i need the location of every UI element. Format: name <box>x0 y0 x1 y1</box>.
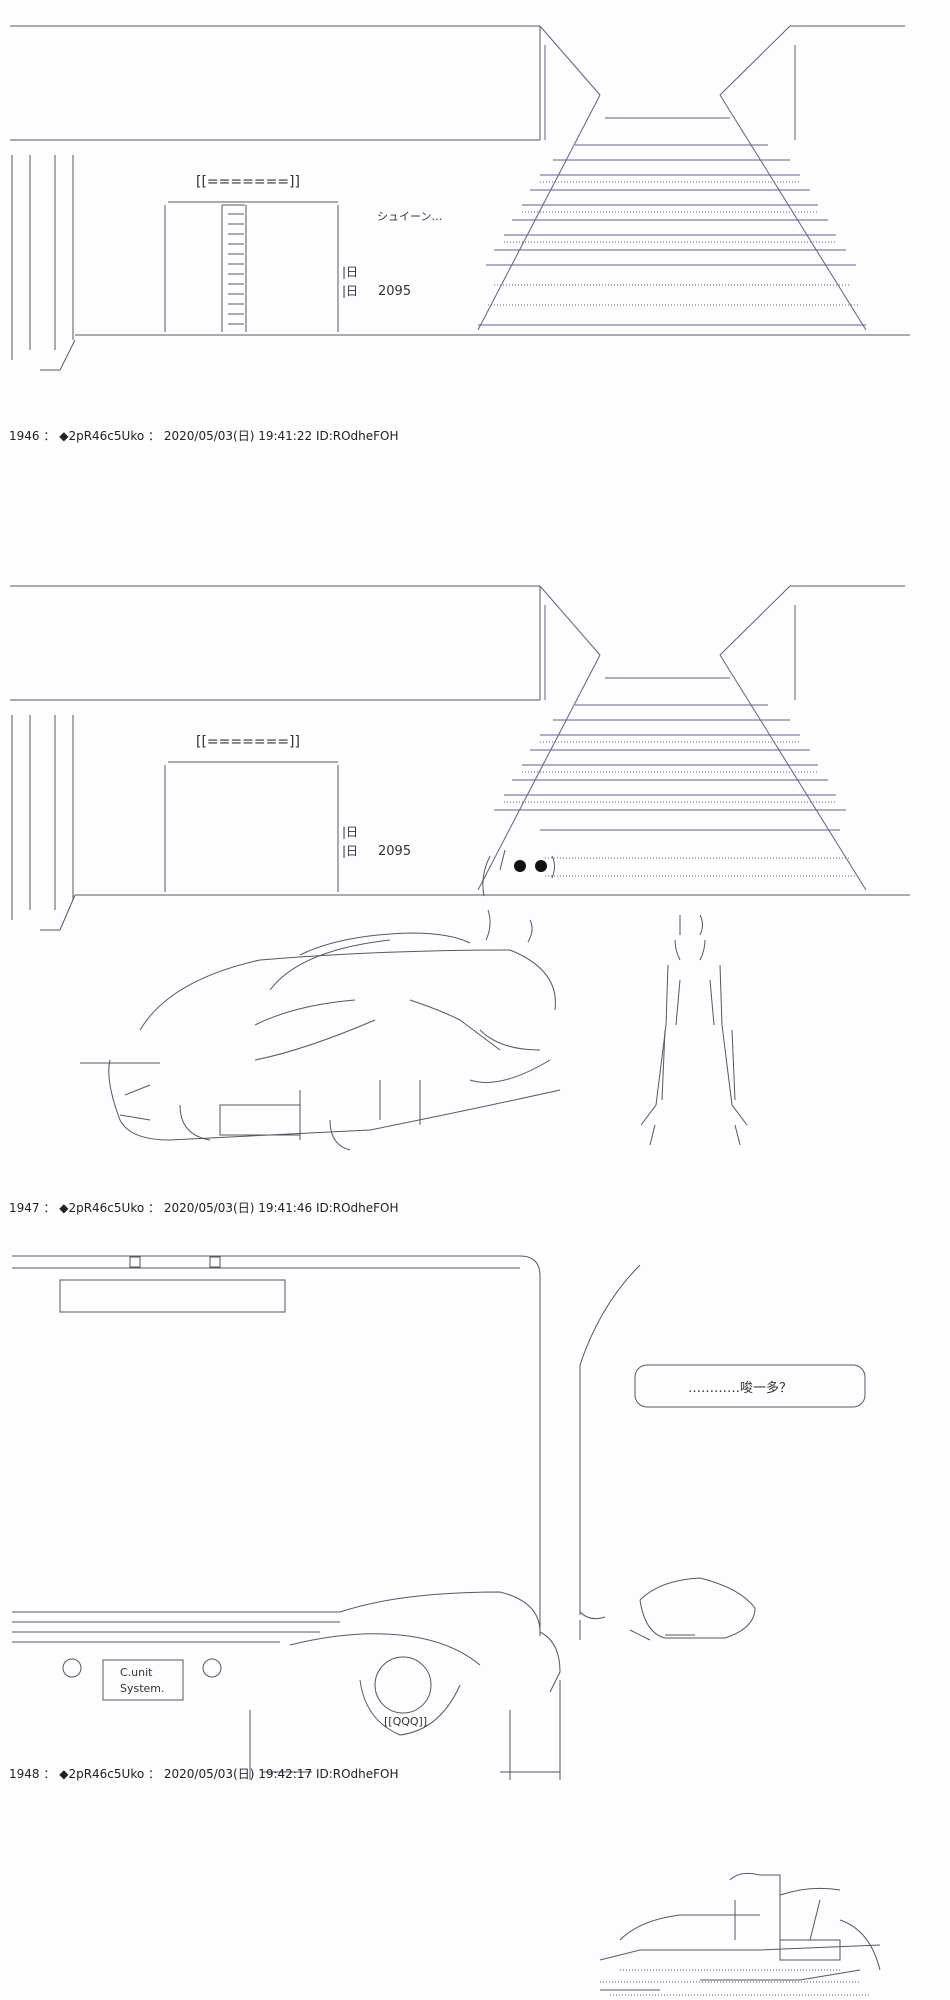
post-separator: ： <box>148 429 161 443</box>
panel-3-art: …………唆一多？ C.unit System. [[QQQ]] <box>0 1240 950 1780</box>
post-separator: ： <box>148 1201 161 1215</box>
panel-1-art: [[=======]] シュイーン… |日 |日 2095 <box>0 0 950 420</box>
panel-2-year: 2095 <box>378 844 411 859</box>
panel-2-door-mark-b: |日 <box>342 844 358 858</box>
post-separator: ： <box>148 1767 161 1781</box>
panel-2-sign: [[=======]] <box>196 734 300 750</box>
post-number: 1946 <box>9 429 40 443</box>
post-date: 2020/05/03(日) 19:42:17 <box>163 1767 313 1781</box>
right-eye-icon <box>535 860 547 872</box>
panel-2-art: [[=======]] |日 |日 2095 <box>0 560 950 1160</box>
panel-1-sfx: シュイーン… <box>377 210 442 223</box>
panel-4-art <box>0 1860 950 2000</box>
console-label-unit: C.unit <box>120 1666 153 1679</box>
post-date: 2020/05/03(日) 19:41:46 <box>163 1201 313 1215</box>
post-header-1947: 1947 ： ◆2pR46c5Uko ： 2020/05/03(日) 19:41… <box>9 1199 399 1216</box>
panel-1-door-mark-a: |日 <box>342 265 358 279</box>
panel-1-year: 2095 <box>378 284 411 299</box>
left-eye-icon <box>514 860 526 872</box>
poster-tripcode[interactable]: ◆2pR46c5Uko <box>59 1767 145 1781</box>
post-id[interactable]: ID:ROdheFOH <box>315 1767 399 1781</box>
post-separator: ： <box>43 1767 56 1781</box>
poster-tripcode[interactable]: ◆2pR46c5Uko <box>59 1201 145 1215</box>
console-label-system: System. <box>120 1682 165 1695</box>
post-header-1946: 1946 ： ◆2pR46c5Uko ： 2020/05/03(日) 19:41… <box>9 427 399 444</box>
panel-2-door-mark-a: |日 <box>342 825 358 839</box>
panel-1-door-mark-b: |日 <box>342 284 358 298</box>
post-separator: ： <box>43 429 56 443</box>
post-separator: ： <box>43 1201 56 1215</box>
standing-figure <box>640 914 748 1146</box>
post-id[interactable]: ID:ROdheFOH <box>315 429 399 443</box>
speech-bubble-text: …………唆一多？ <box>688 1380 792 1396</box>
post-date: 2020/05/03(日) 19:41:22 <box>163 429 313 443</box>
dial-label: [[QQQ]] <box>384 1715 427 1728</box>
post-number: 1947 <box>9 1201 40 1215</box>
panel-1-sign: [[=======]] <box>196 174 300 190</box>
post-id[interactable]: ID:ROdheFOH <box>315 1201 399 1215</box>
poster-tripcode[interactable]: ◆2pR46c5Uko <box>59 429 145 443</box>
post-header-1948: 1948 ： ◆2pR46c5Uko ： 2020/05/03(日) 19:42… <box>9 1765 399 1782</box>
car-drawing <box>80 932 561 1151</box>
post-number: 1948 <box>9 1767 40 1781</box>
